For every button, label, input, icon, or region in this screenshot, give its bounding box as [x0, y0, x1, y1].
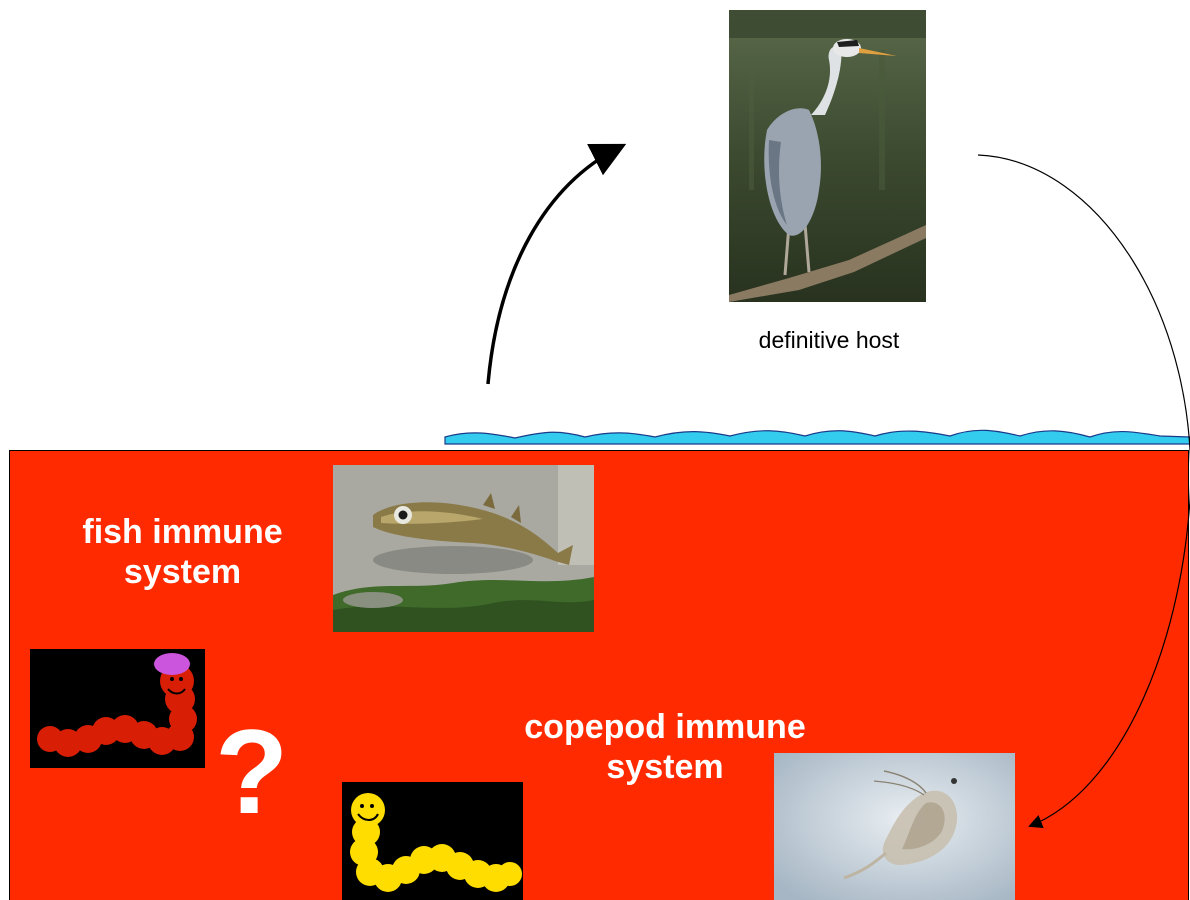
- arrow-to-host: [488, 147, 620, 384]
- water-surface-wave: [445, 430, 1190, 444]
- arrow-to-copepod: [978, 155, 1190, 826]
